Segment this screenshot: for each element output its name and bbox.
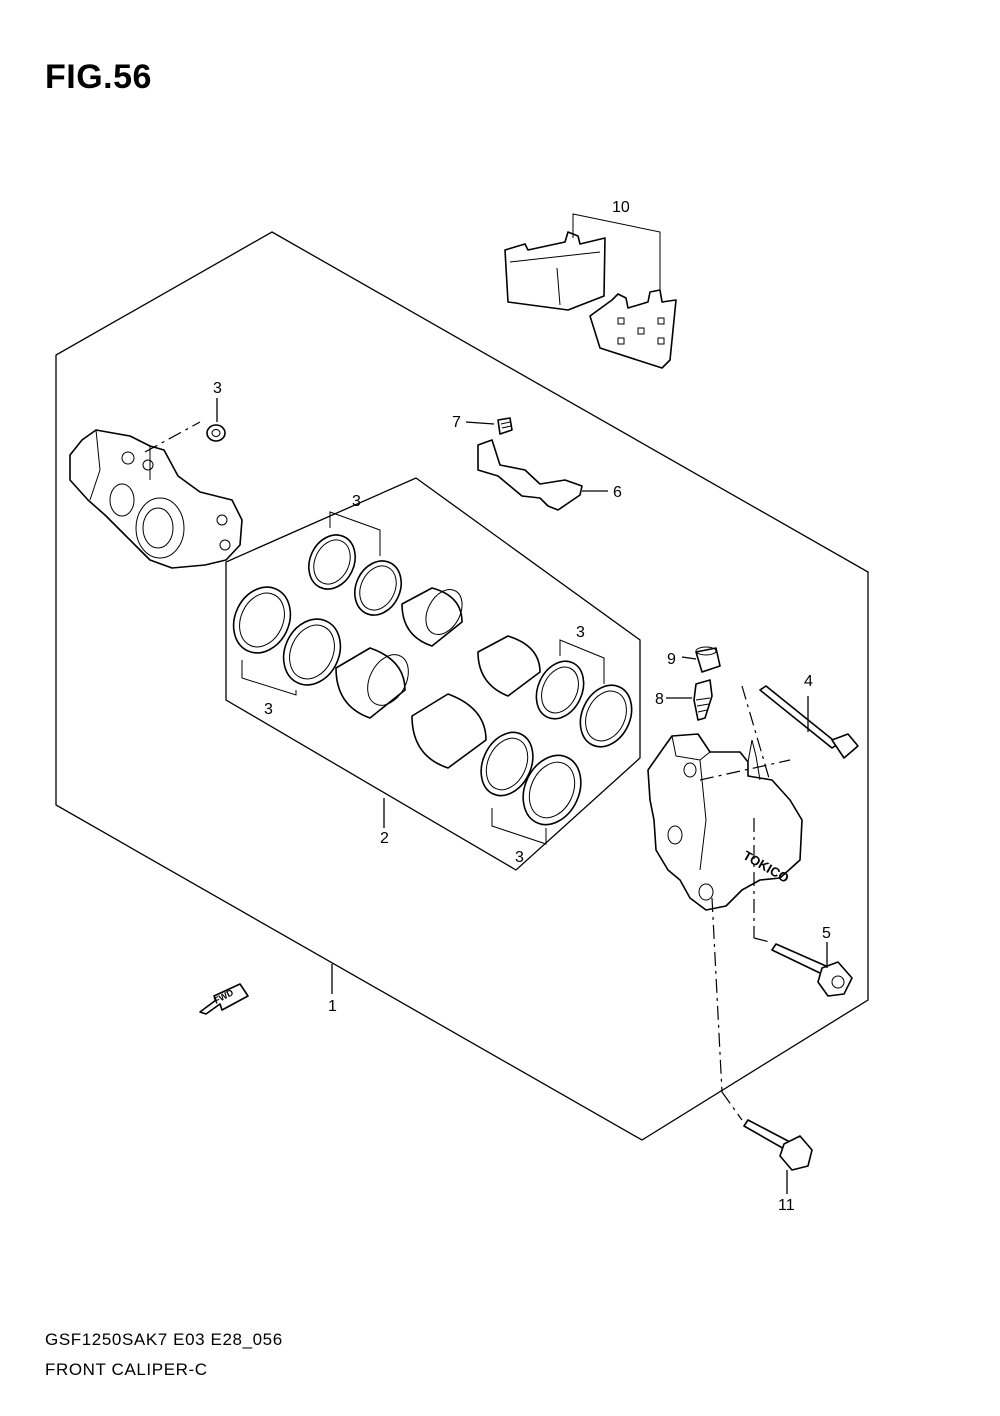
bleeder-valve-8[interactable] (693, 679, 713, 721)
assembly-outline-1 (55, 231, 869, 1141)
callout-8: 8 (655, 691, 664, 708)
pad-spring-6[interactable] (477, 439, 583, 511)
model-code-label: GSF1250SAK7 E03 E28_056 (45, 1330, 283, 1349)
seal-group-upper-left[interactable] (300, 511, 410, 623)
callout-3-lower-right: 3 (515, 849, 524, 866)
pad-pin-4[interactable] (759, 685, 859, 759)
callout-3-washer: 3 (213, 380, 222, 397)
callout-4: 4 (804, 673, 813, 690)
bolt-7[interactable] (497, 417, 513, 435)
caliper-half-right[interactable]: TOKICO (647, 733, 803, 911)
piston-upper-right[interactable] (477, 635, 541, 697)
seal-group-lower-left[interactable] (223, 578, 351, 696)
seal-group-upper-right[interactable] (527, 639, 641, 755)
piston-lower-left[interactable] (335, 647, 417, 719)
section-name-label: FRONT CALIPER-C (45, 1360, 208, 1379)
brake-pad-set[interactable] (504, 213, 677, 369)
piston-kit-outline-2 (225, 477, 641, 871)
forward-direction-arrow: FWD (199, 983, 249, 1015)
callout-9: 9 (667, 651, 676, 668)
figure-title: FIG.56 (45, 58, 152, 96)
mounting-bolt-11[interactable] (743, 1119, 813, 1171)
washer-3[interactable] (206, 424, 226, 442)
callout-2: 2 (380, 830, 389, 847)
piston-lower-right[interactable] (411, 693, 487, 769)
callout-11: 11 (778, 1197, 795, 1214)
bleeder-cap-9[interactable] (695, 646, 721, 673)
callout-6: 6 (613, 484, 622, 501)
callout-3-upper-left: 3 (352, 493, 361, 510)
caliper-half-left[interactable] (69, 429, 243, 569)
callout-7: 7 (452, 414, 461, 431)
seal-group-lower-right[interactable] (471, 724, 591, 845)
caliper-bolt-5[interactable] (771, 943, 853, 997)
callout-5: 5 (822, 925, 831, 942)
callout-1: 1 (328, 998, 337, 1015)
callout-3-upper-right: 3 (576, 624, 585, 641)
callout-10: 10 (612, 199, 630, 216)
piston-upper-left[interactable] (401, 583, 469, 647)
callout-3-lower-left: 3 (264, 701, 273, 718)
